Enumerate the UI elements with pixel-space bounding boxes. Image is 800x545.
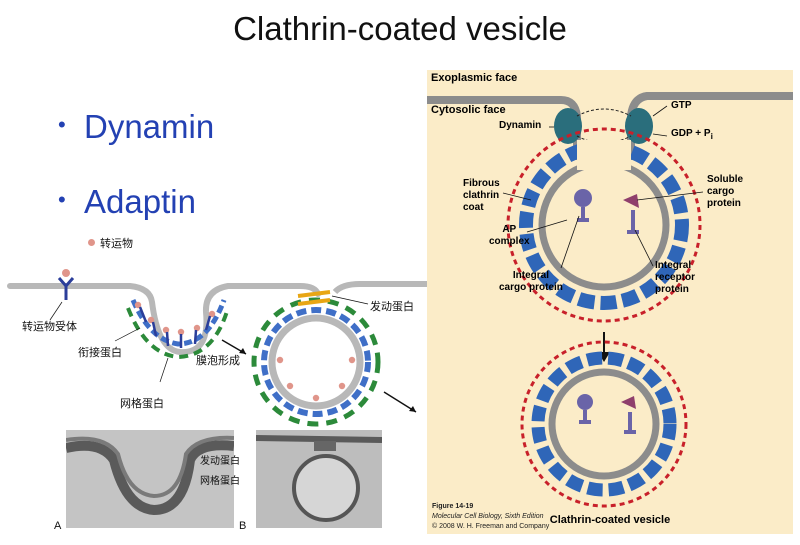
textbook-figure: Exoplasmic face Cytosolic face Dynamin G… (427, 70, 793, 534)
dynamin-label-en: Dynamin (499, 120, 542, 131)
clathrin-layer-pit (126, 307, 230, 360)
adaptin-label: 衔接蛋白 (78, 346, 122, 359)
integral-receptor-line-2: receptor (655, 272, 696, 283)
integral-receptor-label: Integral receptor protein (655, 260, 695, 296)
plasma-membrane-right (332, 281, 430, 295)
micrograph-dynamin-label: 发动蛋白 (200, 456, 240, 467)
ap-line-1: AP (502, 224, 517, 235)
soluble-line-2: cargo (707, 186, 735, 197)
adaptin-layer-pit (130, 299, 227, 347)
bullet-text-adaptin: Adaptin (84, 183, 196, 220)
soluble-line-3: protein (707, 198, 741, 209)
bullet-dot: • (58, 187, 66, 212)
micrograph-a-letter: A (54, 520, 62, 532)
cargo-dot (62, 269, 70, 277)
vesicle-membrane-final (548, 368, 660, 480)
gdp-label: GDP + Pi (671, 128, 713, 141)
vesicle-forming-label: 膜泡形成 (196, 354, 240, 367)
vesicle-cargo-dots (276, 356, 356, 402)
plasma-membrane (7, 283, 321, 356)
vesicle-membrane (268, 314, 364, 410)
micrograph-b-image (256, 430, 382, 528)
integral-cargo-line-1: Integral (512, 270, 550, 281)
integral-receptor-line-1: Integral (655, 260, 692, 271)
gdp-subscript: i (710, 131, 713, 141)
soluble-cargo-label: Soluble cargo protein (707, 174, 743, 210)
bud-membrane (538, 159, 670, 291)
clathrin-label: 网格蛋白 (120, 397, 164, 410)
process-arrow-2 (383, 391, 417, 413)
pit-receptors (138, 306, 212, 348)
soluble-cargo-shape (623, 194, 639, 208)
fibrous-line-3: coat (463, 202, 484, 213)
dynamin-collar-right (625, 108, 653, 144)
dynamin-leader (331, 295, 369, 305)
bud-cargo-sphere (574, 189, 592, 207)
bullet-text-dynamin: Dynamin (84, 108, 215, 145)
dynamin-collar-left (554, 108, 582, 144)
fibrous-coat-label: Fibrous clathrin coat (463, 178, 500, 214)
vesicle-ap-layer-final (531, 351, 677, 497)
gtp-label: GTP (671, 100, 692, 111)
cytosolic-face-label: Cytosolic face (431, 104, 506, 116)
micrograph-a-image (66, 430, 234, 528)
cargo-legend: 转运物 (88, 235, 133, 251)
integral-cargo-line-2: cargo protein (499, 282, 563, 293)
pit-cargo-dots (134, 301, 216, 336)
soluble-line-1: Soluble (707, 174, 744, 185)
cargo-legend-label: 转运物 (100, 238, 133, 250)
vesicle-adaptin-layer (261, 307, 371, 417)
figure-copyright: © 2008 W. H. Freeman and Company (432, 523, 550, 530)
vesicle-caption-label: Clathrin-coated vesicle (549, 514, 671, 526)
ap-line-2: complex (489, 236, 530, 247)
micrograph-a (66, 430, 234, 528)
bullet-adaptin: • Adaptin (58, 183, 196, 221)
micrograph-b-letter: B (239, 520, 247, 532)
micrograph-b (256, 430, 382, 528)
integral-receptor-line-3: protein (655, 284, 689, 295)
figure-number: Figure 14-19 (432, 503, 474, 510)
slide-title: Clathrin-coated vesicle (233, 10, 567, 47)
vesicle-clathrin-final (520, 340, 688, 508)
ap-complex-label: AP complex (489, 224, 530, 248)
gdp-text: GDP + P (671, 128, 711, 139)
bullet-dot: • (58, 112, 66, 137)
exoplasmic-face-label: Exoplasmic face (431, 72, 518, 84)
budding-schematic (7, 269, 430, 427)
bullet-dynamin: • Dynamin (58, 108, 214, 146)
dynamin-label-cn: 发动蛋白 (370, 300, 414, 313)
bud-clathrin-coat (506, 127, 702, 323)
textbook-figure-art (427, 92, 793, 508)
fibrous-line-1: Fibrous (463, 178, 500, 189)
dynamin-rings (297, 290, 331, 306)
receptor-label: 转运物受体 (22, 320, 77, 333)
cargo-dot-icon (88, 239, 95, 246)
cargo-receptor (57, 277, 75, 300)
integral-cargo-label: Integral cargo protein (499, 270, 563, 294)
fibrous-line-2: clathrin (463, 190, 500, 201)
figure-source-book: Molecular Cell Biology, Sixth Edition (432, 513, 544, 520)
micrograph-clathrin-label: 网格蛋白 (200, 476, 240, 487)
